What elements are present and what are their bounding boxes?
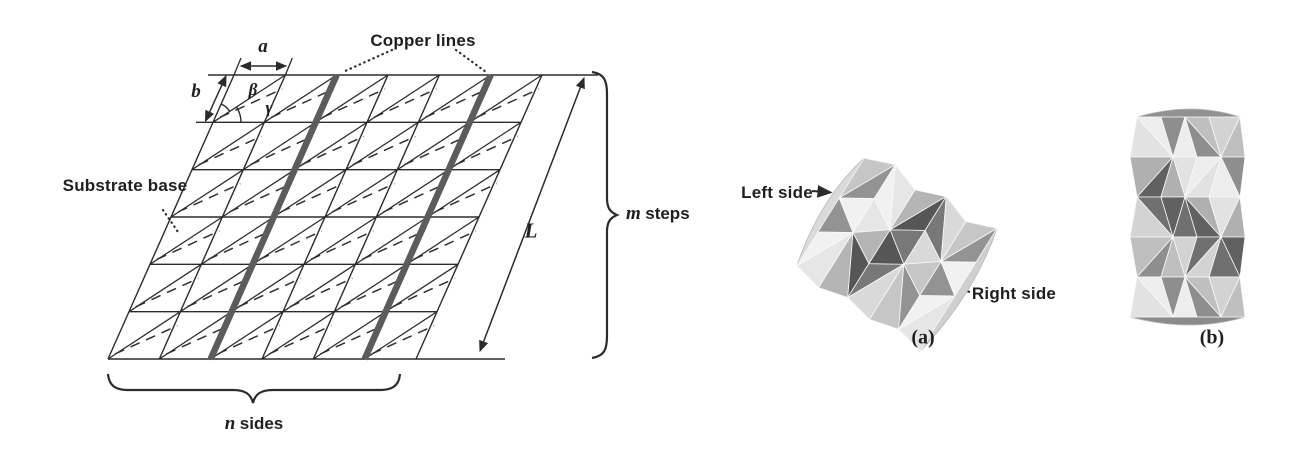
fold-dashed: [341, 277, 404, 308]
copper-lines-label: Copper lines: [370, 31, 476, 50]
fold-dashed: [404, 135, 467, 166]
left-side-arrow: [811, 185, 833, 198]
fold-dashed: [383, 182, 446, 213]
fold-dashed: [259, 230, 323, 261]
fold-dashed: [114, 324, 178, 355]
angle-arc-beta: [220, 103, 231, 112]
fold-dashed: [301, 135, 365, 166]
fold-dashed: [187, 277, 250, 308]
dim-arrow-b: [204, 74, 227, 123]
brace-m-steps: [591, 70, 620, 360]
fold-dashed: [331, 182, 395, 213]
angle-beta-label: β: [248, 80, 258, 99]
fold-dashed: [177, 182, 241, 213]
n-sides-var: n: [224, 413, 236, 434]
n-sides-label: n sides: [225, 413, 284, 435]
fold-dashed: [280, 182, 344, 213]
facet-triangle: [898, 295, 956, 352]
m-steps-text: steps: [645, 204, 690, 223]
fold-dashed: [135, 277, 199, 308]
fold-dashed: [166, 324, 229, 355]
caption-b: (b): [1199, 326, 1225, 349]
fold-dashed: [217, 324, 281, 355]
folded-model-a: [796, 157, 998, 352]
facet-triangle: [1220, 276, 1246, 318]
fold-dashed: [208, 230, 271, 261]
left-side-label: Left side: [741, 183, 813, 202]
facet-triangle: [1184, 276, 1222, 318]
fold-dashed: [289, 277, 353, 308]
fold-dashed: [198, 135, 262, 166]
leader-dotted: [454, 48, 488, 74]
fold-dashed: [425, 88, 488, 119]
fold-dashed: [156, 230, 220, 261]
fold-dashed: [352, 135, 416, 166]
copper-line: [207, 73, 340, 361]
fold-dashed: [219, 88, 283, 119]
leader-dotted: [161, 208, 180, 234]
crease-pattern: [107, 57, 598, 361]
fold-dashed: [271, 88, 334, 119]
leader-dotted: [341, 48, 394, 74]
fold-dashed: [371, 324, 435, 355]
caption-a: (a): [911, 326, 935, 349]
fold-dashed: [413, 230, 477, 261]
copper-line: [361, 73, 494, 361]
fold-dashed: [362, 230, 425, 261]
brace-n-sides: [106, 373, 402, 404]
dim-tick: [284, 57, 293, 76]
n-sides-text: sides: [239, 414, 284, 433]
dim-tick: [233, 57, 242, 76]
dim-a-label: a: [258, 36, 268, 57]
dim-b-label: b: [191, 81, 201, 102]
dim-arrow-L: [479, 76, 585, 353]
fold-dashed: [268, 324, 332, 355]
dim-L-label: L: [524, 218, 538, 243]
fold-dashed: [320, 324, 383, 355]
fold-dashed: [373, 88, 437, 119]
facet-triangle: [1129, 276, 1174, 318]
end-cap-top: [1136, 108, 1241, 118]
end-cap-bottom: [1129, 316, 1246, 326]
fold-dashed: [392, 277, 456, 308]
folded-model-b: [1129, 108, 1246, 326]
fold-dashed: [229, 182, 292, 213]
right-side-label: Right side: [971, 284, 1057, 303]
m-steps-label: m steps: [626, 203, 690, 225]
fold-dashed: [238, 277, 302, 308]
angle-arc-gamma: [235, 106, 242, 123]
substrate-base-label: Substrate base: [62, 176, 188, 195]
facet-triangle: [940, 227, 998, 263]
fold-dashed: [322, 88, 386, 119]
m-steps-var: m: [626, 203, 641, 224]
fold-dashed: [310, 230, 374, 261]
fold-dashed: [250, 135, 313, 166]
angle-gamma-label: γ: [265, 98, 273, 117]
